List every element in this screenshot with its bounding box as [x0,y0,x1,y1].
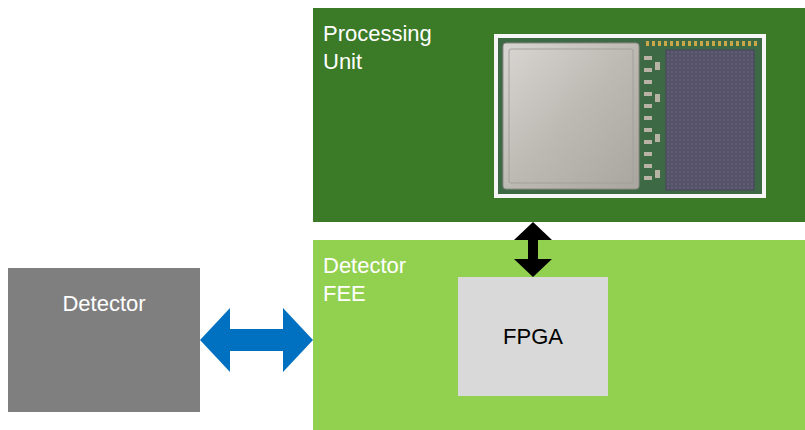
small-components [644,56,660,180]
double-arrow [514,222,552,277]
chip-lid-edge [509,49,633,183]
circuit-board [498,38,762,194]
double-arrow [200,308,313,372]
photo-frame [494,34,766,198]
device-box: Detector [8,268,200,412]
box-label: FPGA [503,323,563,351]
processor-chip [503,43,639,189]
gold-pads [646,41,757,46]
region-heading: Processing Unit [323,20,443,76]
processor-photo [494,34,766,198]
box-label: Detector [8,290,200,318]
memory-chip [666,50,754,190]
chip-box: FPGA [458,277,608,396]
board-box: Detector FEE FPGA [313,240,805,430]
region-heading: Detector FEE [323,252,443,308]
